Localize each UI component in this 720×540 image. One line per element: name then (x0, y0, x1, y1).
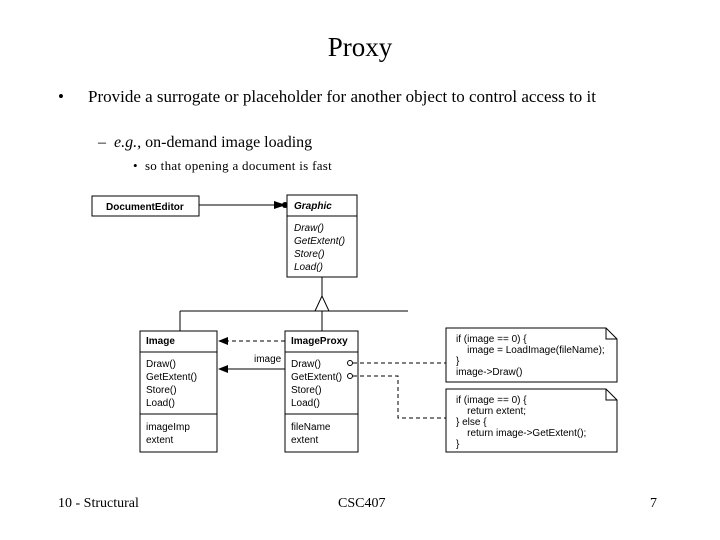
image-proxy-method: Store() (291, 385, 322, 396)
footer-course: CSC407 (338, 496, 386, 511)
bullet-level3: • so that opening a document is fast (133, 155, 332, 176)
graphic-box (286, 194, 358, 278)
document-editor-class: DocumentEditor (91, 195, 200, 217)
note-fold (605, 389, 617, 401)
note-draw-box (445, 327, 618, 383)
note-connector-extent (353, 375, 446, 419)
note-anchor-extent (347, 373, 353, 379)
image-proxy-class: ImageProxy Draw() GetExtent() Store() Lo… (284, 330, 359, 453)
note-line: } (456, 439, 460, 450)
note-anchor-draw (347, 360, 353, 366)
image-method: Store() (146, 385, 177, 396)
image-method: GetExtent() (146, 372, 197, 383)
graphic-name: Graphic (294, 201, 332, 212)
bullet-dot-small: • (133, 158, 145, 173)
image-method: Draw() (146, 359, 176, 370)
association-label: image (254, 354, 282, 365)
association-arrowhead (274, 201, 286, 209)
dependency-arrowhead (218, 337, 228, 345)
bullet-level1: • Provide a surrogate or placeholder for… (58, 86, 668, 107)
image-field: imageImp (146, 422, 190, 433)
image-proxy-field: fileName (291, 422, 331, 433)
note-line: image->Draw() (456, 367, 522, 378)
image-method: Load() (146, 398, 175, 409)
image-proxy-method: Load() (291, 398, 320, 409)
note-extent: if (image == 0) { return extent; } else … (445, 388, 618, 453)
graphic-method: Store() (294, 249, 325, 260)
graphic-method: GetExtent() (294, 236, 345, 247)
note-line: return image->GetExtent(); (456, 428, 586, 439)
note-line: } else { (456, 417, 487, 428)
note-line: if (image == 0) { (456, 334, 527, 345)
slide-title: Proxy (327, 32, 393, 62)
image-field: extent (146, 435, 173, 446)
image-proxy-method: GetExtent() (291, 372, 342, 383)
dash-marker: – (98, 134, 114, 151)
note-line: } (456, 356, 460, 367)
document-editor-name: DocumentEditor (106, 202, 184, 213)
footer-page-number: 7 (650, 496, 657, 511)
note-fold (605, 328, 617, 340)
note-draw: if (image == 0) { image = LoadImage(file… (445, 327, 618, 383)
image-proxy-field: extent (291, 435, 318, 446)
image-proxy-method: Draw() (291, 359, 321, 370)
image-box (139, 330, 218, 453)
footer-section: 10 - Structural (58, 496, 139, 511)
image-class: Image Draw() GetExtent() Store() Load() … (139, 330, 218, 453)
inheritance-triangle (314, 294, 330, 312)
graphic-method: Load() (294, 262, 323, 273)
note-line: if (image == 0) { (456, 395, 527, 406)
bullet3-text: so that opening a document is fast (144, 158, 333, 173)
bullet-text: Provide a surrogate or placeholder for a… (88, 87, 596, 106)
image-proxy-box (284, 330, 359, 453)
image-proxy-name: ImageProxy (291, 336, 348, 347)
image-name: Image (146, 336, 175, 347)
note-line: image = LoadImage(fileName); (456, 345, 605, 356)
bullet-level2: – e.g., on-demand image loading (98, 132, 312, 153)
association-arrowhead (218, 365, 228, 373)
graphic-method: Draw() (294, 223, 324, 234)
note-extent-box (445, 388, 618, 453)
bullet2-text: on-demand image loading (141, 134, 313, 151)
note-line: return extent; (456, 406, 526, 417)
eg-text: e.g., (114, 134, 142, 151)
document-editor-box (91, 195, 200, 217)
bullet-dot: • (58, 87, 64, 106)
graphic-class: Graphic Draw() GetExtent() Store() Load(… (286, 194, 358, 278)
